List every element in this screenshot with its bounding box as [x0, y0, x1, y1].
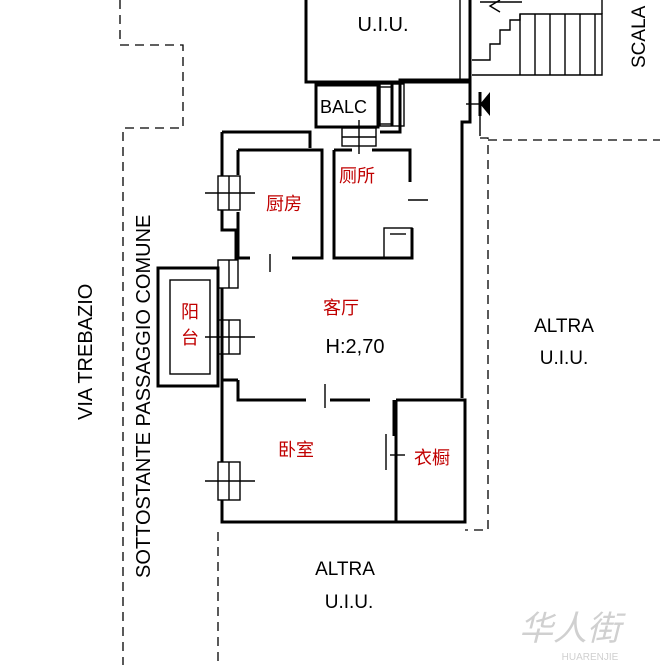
scala-label: SCALA	[629, 5, 650, 68]
uiu-right-label: U.I.U.	[540, 348, 589, 369]
ceiling-height-label: H:2,70	[326, 336, 385, 358]
watermark-sub: HUARENJIE	[562, 652, 619, 663]
room-kitchen-label: 厨房	[266, 194, 302, 215]
upper-unit	[304, 0, 603, 84]
via-trebazio-label: VIA TREBAZIO	[75, 284, 97, 420]
room-wardrobe-label: 衣橱	[414, 448, 450, 469]
room-balcony-label-2: 台	[181, 328, 199, 349]
watermark-logo: 华人街	[519, 609, 626, 649]
entrance-door	[466, 92, 490, 136]
uiu-top-label: U.I.U.	[357, 14, 408, 36]
room-bedroom-label: 卧室	[278, 440, 314, 461]
altra-right-label: ALTRA	[534, 316, 594, 337]
side-balcony	[156, 266, 220, 388]
uiu-bottom-label: U.I.U.	[325, 592, 374, 613]
room-balcony-label-1: 阳	[181, 302, 199, 323]
room-toilet-label: 厕所	[339, 166, 375, 187]
boundary-dashes	[119, 0, 660, 665]
sottostante-label: SOTTOSTANTE PASSAGGIO COMUNE	[133, 215, 155, 578]
room-living-label: 客厅	[323, 298, 359, 319]
stairs	[472, 0, 603, 76]
balc-label: BALC	[320, 97, 367, 117]
windows	[205, 83, 405, 501]
altra-bottom-label: ALTRA	[315, 559, 375, 580]
interior-walls	[222, 148, 428, 522]
